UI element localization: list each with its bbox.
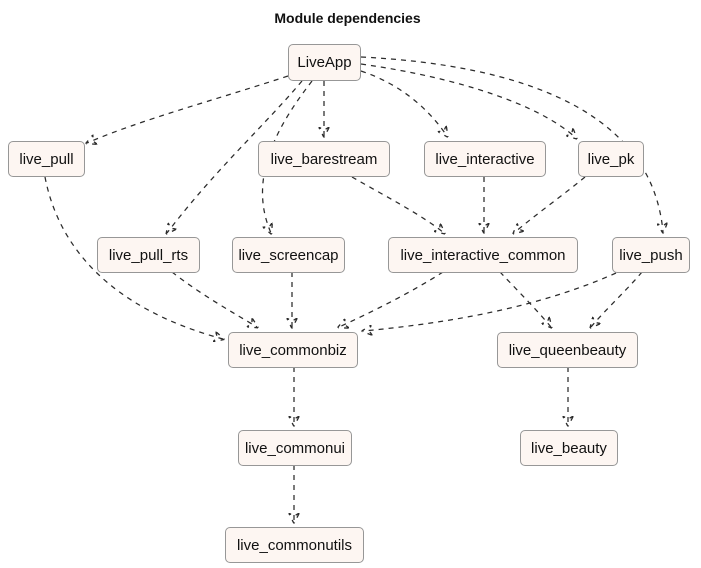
node-live_queenbeauty: live_queenbeauty xyxy=(497,332,638,368)
node-live_interactive_common: live_interactive_common xyxy=(388,237,578,273)
edge-live_interactive_common-live_commonbiz xyxy=(339,271,444,327)
node-live_interactive: live_interactive xyxy=(424,141,546,177)
node-live_pull_rts: live_pull_rts xyxy=(97,237,200,273)
node-live_pk: live_pk xyxy=(578,141,644,177)
edge-LiveApp-live_interactive xyxy=(360,70,447,136)
edge-live_pk-live_interactive_common xyxy=(514,176,586,233)
edge-live_pull-live_commonbiz xyxy=(44,176,223,339)
edge-LiveApp-live_pk xyxy=(360,63,576,138)
edge-LiveApp-live_push xyxy=(360,56,663,232)
edge-LiveApp-live_pull_rts xyxy=(167,80,303,233)
diagram-title: Module dependencies xyxy=(274,10,421,26)
edge-live_pull_rts-live_commonbiz xyxy=(171,271,257,327)
edge-live_interactive_common-live_queenbeauty xyxy=(499,271,551,327)
node-live_commonbiz: live_commonbiz xyxy=(228,332,358,368)
node-live_commonutils: live_commonutils xyxy=(225,527,364,563)
edge-live_push-live_queenbeauty xyxy=(591,271,643,327)
node-live_barestream: live_barestream xyxy=(258,141,390,177)
edge-LiveApp-live_pull xyxy=(87,75,289,143)
node-live_commonui: live_commonui xyxy=(238,430,352,466)
node-live_beauty: live_beauty xyxy=(520,430,618,466)
edge-live_barestream-live_interactive_common xyxy=(351,176,444,233)
node-live_screencap: live_screencap xyxy=(232,237,345,273)
node-live_push: live_push xyxy=(612,237,690,273)
node-LiveApp: LiveApp xyxy=(288,44,361,81)
edge-live_push-live_commonbiz xyxy=(363,272,617,331)
node-live_pull: live_pull xyxy=(8,141,85,177)
